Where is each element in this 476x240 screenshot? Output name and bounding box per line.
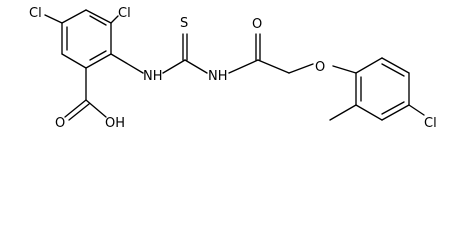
bond-cl-left	[44, 14, 63, 24]
molecule-diagram: Cl Cl S O O NH NH O OH Cl	[29, 6, 437, 131]
nh-left-label: NH	[143, 69, 163, 84]
right-benzene-ring	[355, 57, 410, 121]
chlorine-label-left: Cl	[29, 6, 42, 21]
carbonyl-oxygen-label: O	[252, 17, 262, 32]
left-benzene-ring	[61, 9, 112, 69]
bond-cl-center	[110, 15, 119, 24]
chlorine-label-center: Cl	[118, 6, 131, 21]
sulfur-label: S	[180, 16, 188, 31]
carboxyl-group	[64, 67, 107, 121]
methyl-bond	[329, 104, 357, 121]
ether-oxygen-label: O	[315, 60, 325, 75]
hydroxyl-label: OH	[105, 116, 125, 131]
acid-oxygen-label: O	[55, 116, 65, 131]
nh-right-label: NH	[208, 69, 228, 84]
bond-cl-right	[408, 104, 425, 116]
structure-drawing: Cl Cl S O O NH NH O OH Cl	[29, 6, 437, 131]
chlorine-label-right: Cl	[424, 116, 437, 131]
linker-chain	[110, 33, 357, 74]
